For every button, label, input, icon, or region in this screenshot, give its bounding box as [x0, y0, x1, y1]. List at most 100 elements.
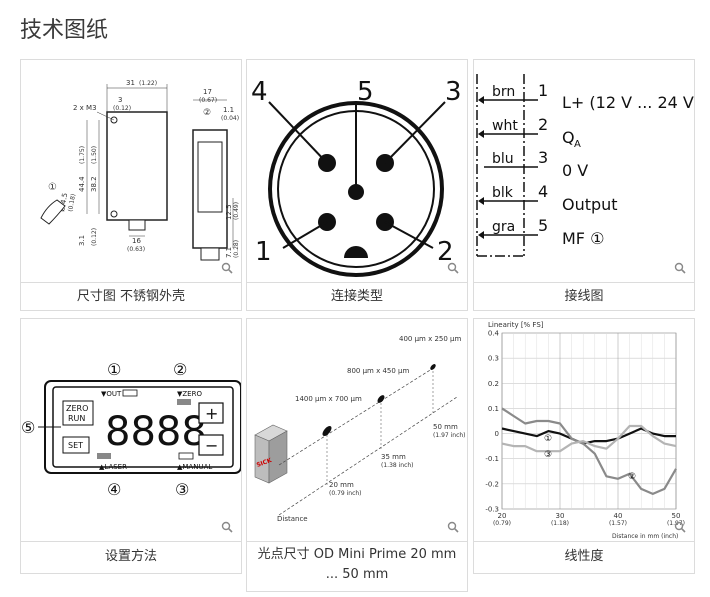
wire-color-gra: gra	[492, 219, 515, 235]
dist-35-inch: (1.38 inch)	[381, 462, 414, 469]
card-caption[interactable]: 接线图	[564, 289, 604, 304]
dim-4-5: Ø 4.5	[58, 192, 69, 212]
dim-1-1-inch: (0.04)	[221, 115, 239, 122]
card-caption[interactable]: 连接类型	[330, 289, 383, 304]
spot-20	[322, 426, 332, 436]
distance-label: Distance	[277, 515, 308, 523]
wire-pin-3: 3	[538, 148, 548, 167]
dim-17: 17	[203, 88, 212, 96]
wiring-row-5: gra 5 MF ①	[478, 216, 604, 248]
dist-20: 20 mm	[329, 481, 354, 489]
spot-size-diagram: SICK 1400 µm x 700 µm 800 µm x 450 µm 40…	[254, 335, 466, 523]
spot-50	[430, 364, 436, 370]
wiring-row-2: wht 2 Q A	[478, 115, 581, 150]
zoom-icon[interactable]	[447, 262, 459, 274]
dimension-drawing: 31 (1.22) 2 x M3 3 (0.12) 44.4 (1.75) 38…	[40, 79, 240, 261]
pin-label-2: 2	[437, 237, 454, 267]
dim-7-1-inch: (0.28)	[233, 240, 240, 258]
spot-size-2: 800 µm x 450 µm	[347, 367, 409, 375]
zero-run-label-1: ZERO	[66, 404, 88, 413]
label-manual: ▲MANUAL	[177, 463, 212, 471]
card-settings[interactable]: ① ② ⑤ ④ ③ ▼OUT ▼ZERO ZERO RUN SET 8888 +…	[20, 318, 242, 574]
card-connector[interactable]: 4 5 3 1 2 连接类型	[246, 59, 468, 311]
connector-stub	[128, 219, 146, 231]
wire-label-1: L+ (12 V ... 24 V)	[562, 93, 694, 112]
card-caption[interactable]: 尺寸图 不锈钢外壳	[76, 289, 186, 304]
dim-31: 31	[126, 79, 135, 87]
x-tick-label: 40	[614, 512, 623, 520]
label-laser: ▲LASER	[99, 463, 127, 471]
x-tick-label: 50	[672, 512, 681, 520]
zoom-icon[interactable]	[674, 521, 686, 533]
callout-2: ②	[173, 360, 187, 379]
callout-1: ①	[107, 360, 121, 379]
dim-38-2: 38.2	[90, 176, 98, 192]
series-line-3	[501, 424, 677, 453]
minus-button	[198, 434, 224, 456]
spot-size-image[interactable]: SICK 1400 µm x 700 µm 800 µm x 450 µm 40…	[247, 319, 467, 541]
zoom-icon[interactable]	[221, 262, 233, 274]
y-tick-label: -0.3	[485, 506, 499, 514]
dim-16: 16	[132, 237, 141, 245]
dim-4-5-inch: (0.18)	[67, 193, 77, 212]
chart-y-label: Linearity [% FS]	[488, 321, 544, 329]
chart-x-label: Distance in mm (inch)	[612, 533, 678, 540]
dist-50: 50 mm	[433, 423, 458, 431]
side-connector	[200, 247, 220, 261]
y-tick-label: 0.3	[488, 355, 499, 363]
spot-size-3: 400 µm x 250 µm	[399, 335, 461, 343]
hole-bottom	[110, 210, 118, 218]
y-tick-label: 0.1	[488, 405, 499, 413]
dim-7-1: 7.1	[225, 247, 233, 258]
card-separator	[21, 541, 241, 542]
card-separator	[474, 541, 694, 542]
card-dimension-drawing[interactable]: 31 (1.22) 2 x M3 3 (0.12) 44.4 (1.75) 38…	[20, 59, 242, 311]
wire-color-brn: brn	[492, 84, 515, 100]
card-caption[interactable]: 设置方法	[104, 549, 157, 564]
callout-4: ④	[107, 480, 121, 499]
zoom-icon[interactable]	[221, 521, 233, 533]
plus-label: +	[205, 404, 218, 423]
dim-1-1: 1.1	[223, 106, 234, 114]
housing-front	[106, 111, 168, 221]
dim-3-inch: (0.12)	[113, 105, 131, 112]
connector-image[interactable]: 4 5 3 1 2	[247, 60, 467, 282]
minus-label: −	[205, 436, 218, 455]
settings-image[interactable]: ① ② ⑤ ④ ③ ▼OUT ▼ZERO ZERO RUN SET 8888 +…	[21, 319, 242, 541]
dim-3-1: 3.1	[78, 235, 86, 246]
dim-m3: 2 x M3	[73, 104, 97, 112]
dist-50-inch: (1.97 inch)	[433, 432, 466, 439]
wire-label-4: Output	[562, 195, 618, 214]
wire-pin-2: 2	[538, 115, 548, 134]
card-caption[interactable]: 光点尺寸 OD Mini Prime 20 mm ... 50 mm	[257, 547, 457, 582]
wire-label-3: 0 V	[562, 161, 588, 180]
zero-run-button	[62, 400, 94, 426]
y-tick-label: -0.2	[485, 480, 499, 488]
spot-size-1: 1400 µm x 700 µm	[295, 395, 362, 403]
wiring-row-1: brn 1 L+ (12 V ... 24 V)	[478, 81, 700, 112]
dimension-drawing-image[interactable]: 31 (1.22) 2 x M3 3 (0.12) 44.4 (1.75) 38…	[21, 60, 241, 282]
page-title: 技术图纸	[20, 18, 109, 43]
wiring-image[interactable]: brn 1 L+ (12 V ... 24 V) wht 2 Q A blu 3…	[474, 60, 700, 282]
cable-sketch	[40, 199, 66, 225]
card-wiring[interactable]: brn 1 L+ (12 V ... 24 V) wht 2 Q A blu 3…	[473, 59, 700, 311]
callout-1: ①	[48, 182, 57, 193]
side-window	[197, 141, 223, 213]
dist-35: 35 mm	[381, 453, 406, 461]
zoom-icon[interactable]	[674, 262, 686, 274]
display-digits: 8888	[105, 409, 207, 455]
dim-12-5-inch: (0.49)	[233, 202, 240, 220]
card-separator	[247, 282, 467, 283]
card-caption[interactable]: 线性度	[564, 549, 604, 564]
dim-12-5: 12.5	[225, 204, 233, 220]
card-spot-size[interactable]: SICK 1400 µm x 700 µm 800 µm x 450 µm 40…	[246, 318, 468, 592]
wire-label-2: Q	[562, 128, 575, 147]
wire-label-2-sub: A	[574, 139, 581, 150]
pin-label-1: 1	[255, 237, 272, 267]
zoom-icon[interactable]	[447, 521, 459, 533]
wire-pin-1: 1	[538, 81, 548, 100]
dim-17-inch: (0.67)	[199, 97, 217, 104]
dim-38-2-inch: (1.50)	[91, 146, 98, 164]
